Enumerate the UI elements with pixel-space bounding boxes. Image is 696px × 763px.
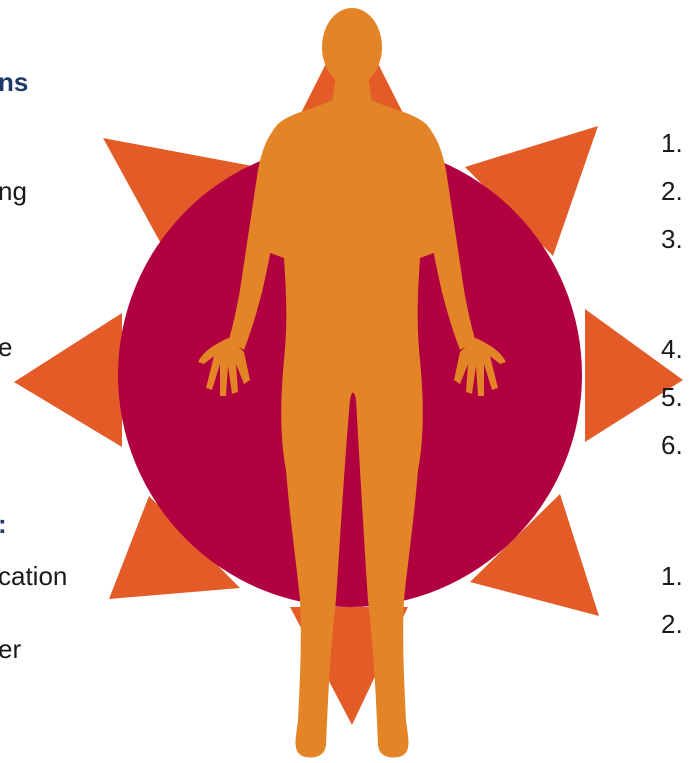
list-marker: 5. xyxy=(661,382,683,412)
list-marker: 2. xyxy=(661,176,683,206)
list-marker: 6. xyxy=(661,430,683,460)
left-line-1: ng xyxy=(0,176,27,206)
left-line-2: e xyxy=(0,332,12,362)
figure-neck xyxy=(332,74,372,104)
left-line-3: cation xyxy=(0,561,67,591)
list-marker: 3. xyxy=(661,224,683,254)
left-heading-1: ns xyxy=(0,67,28,97)
list-marker: 1. xyxy=(661,561,683,591)
left-line-4: er xyxy=(0,634,21,664)
ray-left xyxy=(14,313,122,447)
list-marker: 1. xyxy=(661,128,683,158)
left-heading-2: : xyxy=(0,509,7,539)
ray-right xyxy=(585,309,683,442)
list-marker: 4. xyxy=(661,334,683,364)
list-marker: 2. xyxy=(661,609,683,639)
